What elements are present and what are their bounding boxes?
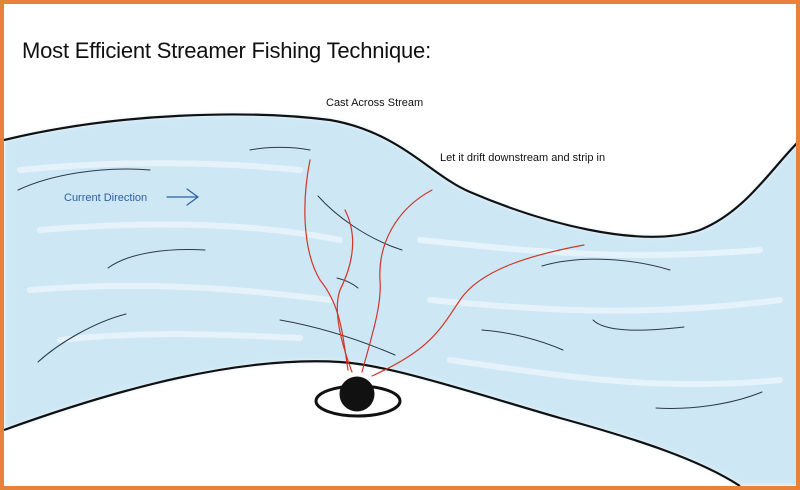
ripple <box>37 313 127 363</box>
current-ripples <box>17 146 763 409</box>
ripple <box>279 319 396 356</box>
ripple <box>481 329 564 351</box>
upper-bank <box>4 113 796 238</box>
current-direction-label: Current Direction <box>64 192 147 204</box>
ripple <box>336 277 359 289</box>
ripple <box>249 146 311 151</box>
stream-diagram: Cast Across Stream Let it drift downstre… <box>4 97 796 486</box>
ripple <box>592 319 685 331</box>
arrow-right-icon <box>166 188 200 206</box>
ripple <box>317 195 403 251</box>
cast-line <box>371 244 585 377</box>
drift-label: Let it drift downstream and strip in <box>440 152 605 164</box>
cast-label: Cast Across Stream <box>326 97 423 109</box>
cast-line <box>361 189 433 373</box>
ripple <box>17 168 151 191</box>
angler-eye-icon <box>314 376 402 418</box>
stream-water <box>4 114 796 486</box>
lower-bank <box>4 360 741 486</box>
diagram-title: Most Efficient Streamer Fishing Techniqu… <box>22 38 431 63</box>
water-texture <box>17 160 783 388</box>
ripple <box>541 258 671 271</box>
cast-line <box>304 159 349 371</box>
ripple <box>107 249 206 269</box>
cast-line <box>336 209 354 373</box>
ripple <box>655 391 763 409</box>
cast-lines <box>304 159 585 377</box>
